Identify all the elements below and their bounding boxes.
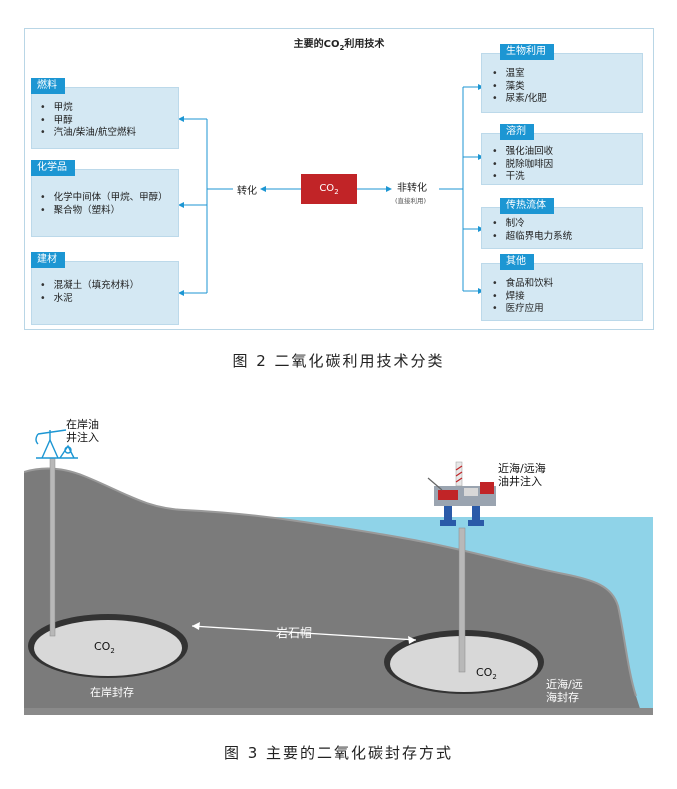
list-item: 焊接: [492, 291, 553, 304]
category-solvent: 溶剂 强化油回收 脱除咖啡因 干洗: [481, 124, 643, 185]
category-other: 其他 食品和饮料 焊接 医疗应用: [481, 254, 643, 321]
co2-center-box: CO2: [301, 174, 357, 204]
left-reservoir-co2: CO2: [94, 640, 115, 656]
offshore-platform-icon: [427, 461, 496, 526]
list-item: 化学中间体（甲烷、甲醇）: [40, 192, 168, 205]
list-item: 脱除咖啡因: [492, 159, 554, 172]
list-item: 干洗: [492, 171, 553, 184]
figure-2-caption: 图 2 二氧化碳利用技术分类: [232, 352, 445, 370]
list-item: 医疗应用: [492, 303, 553, 316]
cap-rock-arrow: [191, 625, 417, 641]
list-item: 尿素/化肥: [492, 93, 547, 106]
figure-3-caption: 图 3 主要的二氧化碳封存方式: [223, 744, 454, 762]
list-item: 汽油/柴油/航空燃料: [40, 127, 136, 140]
category-chemicals: 化学品 化学中间体（甲烷、甲醇） 聚合物（塑料）: [31, 160, 179, 237]
category-chemicals-tag: 化学品: [31, 160, 75, 176]
list-item: 甲醇: [40, 115, 136, 128]
list-item: 温室: [492, 68, 547, 81]
offshore-storage-label: 近海/远 海封存: [546, 678, 583, 704]
list-item: 藻类: [492, 81, 547, 94]
list-item: 甲烷: [40, 102, 136, 115]
list-item: 强化油回收: [492, 146, 554, 159]
right-reservoir-co2: CO2: [476, 666, 497, 682]
category-fuel-tag: 燃料: [31, 78, 65, 94]
list-item: 制冷: [492, 218, 572, 231]
category-other-tag: 其他: [500, 254, 534, 270]
offshore-well-pipe: [458, 527, 466, 673]
category-bio-tag: 生物利用: [500, 44, 554, 60]
figure-2-title: 主要的CO2利用技术: [293, 39, 385, 52]
figure-3-co2-storage: 在岸油 井注入 近海/远海 油井注入 岩石帽 CO2 CO2 在岸封存 近海/远…: [24, 410, 653, 715]
category-building-materials: 建材 混凝土（填充材料） 水泥: [31, 252, 179, 325]
offshore-well-label: 近海/远海 油井注入: [498, 462, 546, 488]
pump-jack-icon: [35, 429, 78, 459]
cap-rock-label: 岩石帽: [276, 626, 313, 640]
category-solvent-tag: 溶剂: [500, 124, 534, 140]
figure-2-connectors: [178, 84, 484, 296]
list-item: 混凝土（填充材料）: [40, 280, 140, 293]
onshore-storage-label: 在岸封存: [90, 686, 134, 699]
list-item: 超临界电力系统: [492, 231, 573, 244]
category-building-tag: 建材: [31, 252, 65, 268]
left-reservoir: [34, 620, 182, 676]
onshore-well-pipe: [49, 457, 56, 637]
onshore-well-label: 在岸油 井注入: [66, 418, 99, 444]
category-heat-transfer-fluid: 传热流体 制冷 超临界电力系统: [481, 198, 643, 249]
category-bio-utilization: 生物利用 温室 藻类 尿素/化肥: [481, 44, 643, 113]
list-item: 水泥: [40, 293, 139, 306]
figure-2-co2-utilization: 主要的CO2利用技术 燃料 甲烷 甲醇 汽油/柴油/航空燃料: [24, 28, 654, 330]
list-item: 食品和饮料: [492, 278, 554, 291]
storage-illustration: [24, 429, 653, 715]
non-conversion-label: 非转化: [397, 183, 427, 194]
category-fuel: 燃料 甲烷 甲醇 汽油/柴油/航空燃料: [31, 78, 179, 149]
conversion-label: 转化: [237, 186, 257, 197]
category-heat-tag: 传热流体: [500, 198, 554, 214]
direct-use-note: (直接利用): [395, 197, 427, 205]
list-item: 聚合物（塑料）: [40, 205, 168, 218]
